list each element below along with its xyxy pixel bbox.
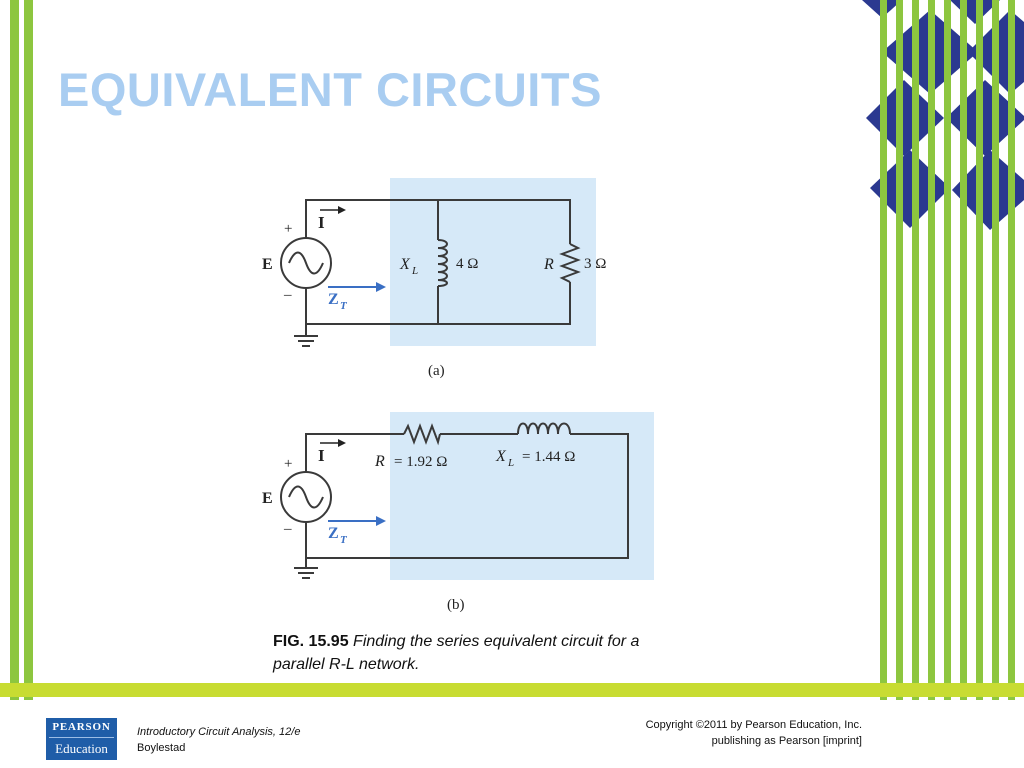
r-value-a: 3 Ω [584,256,606,272]
xl-value-a: 4 Ω [456,256,478,272]
circuit-diagram: I + – E X L 4 Ω R 3 Ω Z T (a) [262,178,654,613]
equivalent-region-b [390,412,654,580]
inductor-xl-a [437,239,448,287]
left-green-bar-1 [10,0,19,700]
bottom-yellow-bar [0,683,1024,697]
copyright-line-2: publishing as Pearson [imprint] [711,735,862,747]
copyright-line-1: Copyright ©2011 by Pearson Education, In… [645,719,862,731]
minus-a: – [283,287,292,303]
r-value-b: = 1.92 Ω [394,454,447,470]
source-label-a: E [262,256,273,273]
plus-b: + [284,456,292,472]
figure-caption: FIG. 15.95 Finding the series equivalent… [273,630,653,676]
r-symbol-b: R [374,453,385,470]
circuit-a: I + – E X L 4 Ω R 3 Ω Z T (a) [262,178,606,379]
figure-number: FIG. 15.95 [273,633,349,650]
zt-arrow-b [328,516,386,526]
plus-a: + [284,221,292,237]
figure-caption-text: Finding the series equivalent circuit fo… [273,633,640,673]
resistor-r-b [403,423,441,446]
slide-title: EQUIVALENT CIRCUITS [58,63,602,116]
left-green-bar-2 [24,0,33,700]
current-arrow-b [320,439,346,447]
zt-arrow-a [328,282,386,292]
source-label-b: E [262,490,273,507]
logo-divider [49,737,114,738]
zt-sub-b: T [340,534,348,546]
xl-sub-a: L [411,265,418,277]
ac-source-a [280,237,332,289]
logo-bottom-text: Education [55,741,108,756]
circuit-b: I + – E R = 1.92 Ω X L = 1.44 Ω Z T (b) [262,412,654,613]
xl-symbol-a: X [399,256,411,273]
book-info: Introductory Circuit Analysis, 12/e Boyl… [137,724,300,756]
xl-sub-b: L [507,457,514,469]
inductor-xl-b [517,422,571,435]
zt-sub-a: T [340,300,348,312]
pearson-logo: PEARSON Education [46,718,117,760]
book-author: Boylestad [137,742,186,754]
zt-label-a: Z [328,291,339,308]
resistor-r-a [559,243,581,283]
current-label-a: I [318,213,325,232]
current-label-b: I [318,446,325,465]
ground-a [294,335,318,347]
xl-value-b: = 1.44 Ω [522,449,575,465]
current-arrow-a [320,206,346,214]
minus-b: – [283,521,292,537]
xl-symbol-b: X [495,448,507,465]
copyright: Copyright ©2011 by Pearson Education, In… [646,717,862,749]
ground-b [294,567,318,579]
ac-source-b [280,471,332,523]
fig-b-caption: (b) [447,597,465,613]
book-title: Introductory Circuit Analysis, 12/e [137,726,301,738]
logo-top-text: PEARSON [52,721,111,733]
zt-label-b: Z [328,525,339,542]
r-symbol-a: R [543,256,554,273]
right-green-bars [880,0,1015,700]
fig-a-caption: (a) [428,363,445,379]
equivalent-region-a [390,178,596,346]
